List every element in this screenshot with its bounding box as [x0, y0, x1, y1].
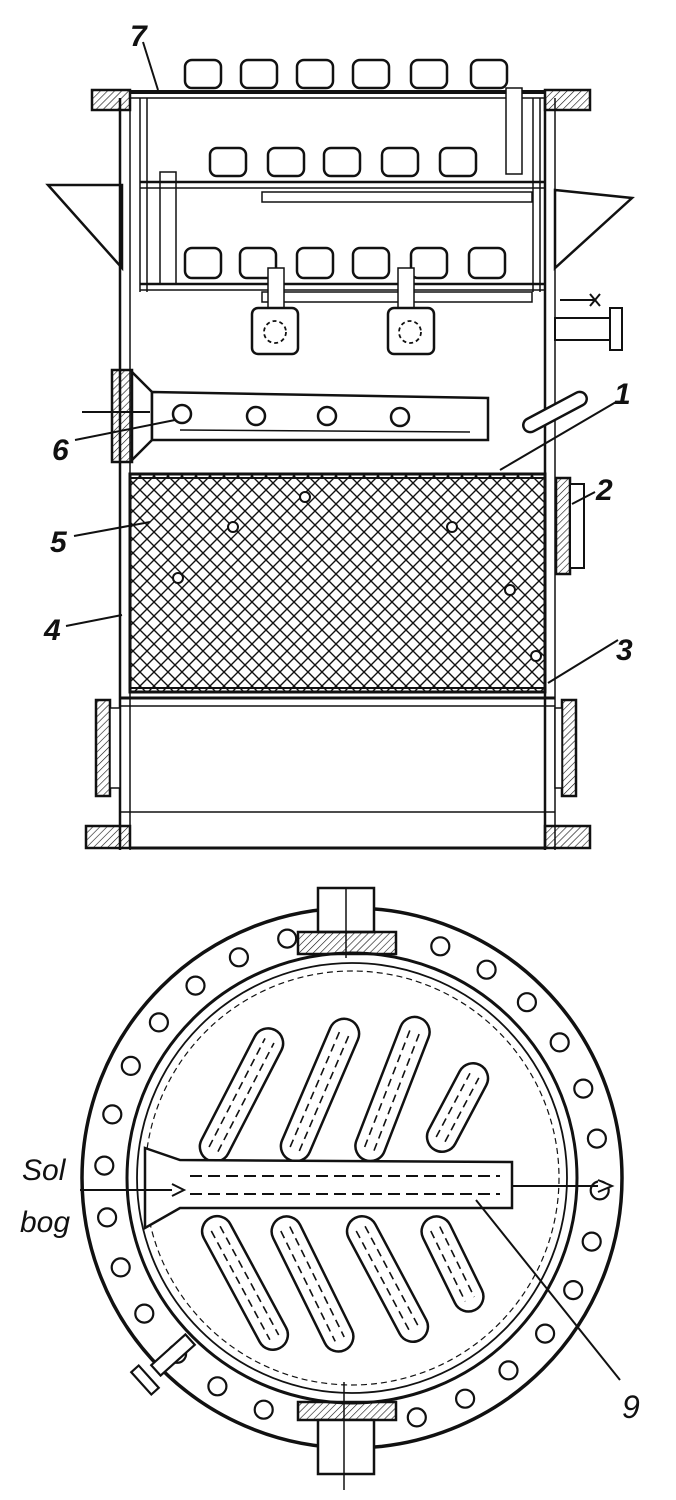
bolt-hole — [430, 936, 451, 957]
label-5: 5 — [50, 526, 68, 559]
right-support-lug — [553, 188, 635, 271]
distributor-arm — [200, 1214, 290, 1352]
top-nozzle — [296, 886, 398, 958]
bolt-hole — [134, 1303, 155, 1324]
bolt-hole — [534, 1323, 556, 1344]
bubble-caps-row-middle — [208, 146, 478, 178]
bottom-nozzle — [296, 1382, 398, 1490]
plan-view — [80, 886, 624, 1490]
leader-9 — [475, 1199, 621, 1381]
bolt-hole — [516, 992, 538, 1013]
bolt-hole — [498, 1360, 519, 1381]
label-4: 4 — [43, 614, 61, 647]
bolt-hole — [96, 1207, 118, 1228]
bolt-hole — [573, 1078, 594, 1099]
bottom-left-flange — [84, 824, 132, 850]
bolt-hole — [563, 1279, 584, 1301]
distributor-arm — [279, 1017, 361, 1163]
bolt-hole — [110, 1257, 131, 1278]
distributor-arm — [198, 1027, 285, 1163]
bolt-hole — [406, 1407, 427, 1428]
distributor-arms — [198, 1015, 490, 1353]
top-left-flange — [90, 88, 132, 112]
bolt-hole — [94, 1155, 115, 1176]
bubble-caps-row-top — [183, 58, 509, 90]
side-flange-2 — [554, 476, 572, 576]
drain-nozzle — [129, 1332, 197, 1397]
label-2: 2 — [595, 474, 613, 507]
left-support-lug — [45, 183, 124, 272]
bolt-hole — [185, 975, 206, 996]
side-section-view — [45, 58, 635, 850]
distributor-arm — [345, 1214, 430, 1343]
bolt-hole — [148, 1012, 169, 1033]
bolt-hole — [586, 1128, 608, 1149]
top-right-flange — [543, 88, 592, 112]
leader-lines-side — [65, 41, 619, 684]
bolt-hole — [120, 1055, 141, 1077]
bottom-right-flange — [543, 824, 592, 850]
label-7: 7 — [130, 20, 148, 53]
packing-bed-5 — [128, 472, 547, 694]
bolt-hole — [207, 1376, 228, 1397]
label-1: 1 — [614, 378, 631, 411]
right-nozzle — [554, 293, 623, 351]
downcomer-seal-pots — [250, 267, 436, 356]
label-sol: Sol — [22, 1154, 67, 1187]
bolt-hole — [253, 1399, 274, 1420]
distributor-arm — [270, 1215, 355, 1353]
bolt-hole — [228, 947, 249, 968]
distributor-arm — [425, 1061, 490, 1153]
bolt-hole — [581, 1231, 602, 1252]
distributor-arm — [354, 1015, 431, 1163]
distributor-6 — [82, 368, 490, 464]
bolt-hole — [455, 1388, 476, 1409]
bolt-hole — [277, 928, 298, 949]
distributor-arm — [420, 1215, 485, 1313]
label-bog: bog — [20, 1206, 70, 1239]
bolt-hole — [102, 1104, 123, 1125]
label-9: 9 — [622, 1389, 640, 1425]
bubble-caps-row-lower — [183, 246, 507, 280]
central-header-9 — [80, 1146, 615, 1231]
label-3: 3 — [616, 634, 633, 667]
bolt-hole — [476, 959, 497, 980]
bolt-hole — [549, 1032, 570, 1053]
label-6: 6 — [52, 434, 69, 467]
